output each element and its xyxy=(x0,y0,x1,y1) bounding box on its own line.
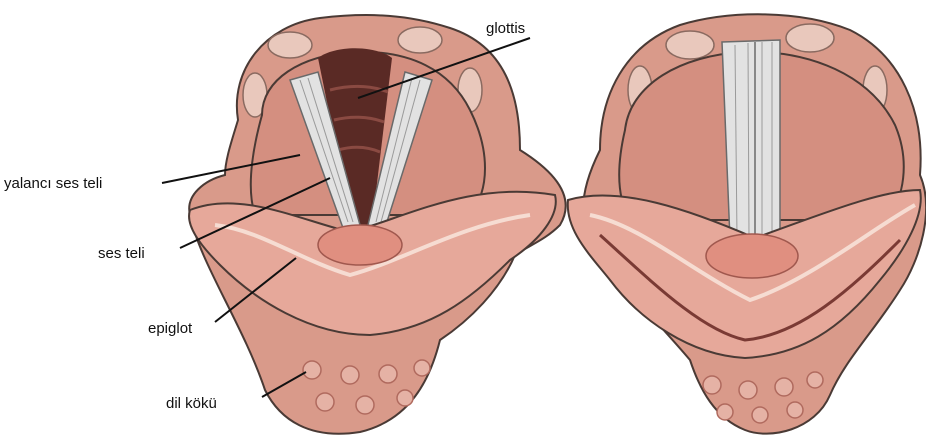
left-epiglottis-tubercle xyxy=(318,225,402,265)
label-vocal-cord: ses teli xyxy=(98,246,145,261)
label-tongue-root: dil kökü xyxy=(166,396,217,411)
right-larynx xyxy=(568,14,926,433)
label-false-vocal-cord: yalancı ses teli xyxy=(4,176,102,191)
left-larynx xyxy=(189,15,566,434)
right-epiglottis-tubercle xyxy=(706,234,798,278)
label-glottis: glottis xyxy=(486,21,525,36)
right-vocal-cords xyxy=(722,40,780,240)
label-epiglottis: epiglot xyxy=(148,321,192,336)
